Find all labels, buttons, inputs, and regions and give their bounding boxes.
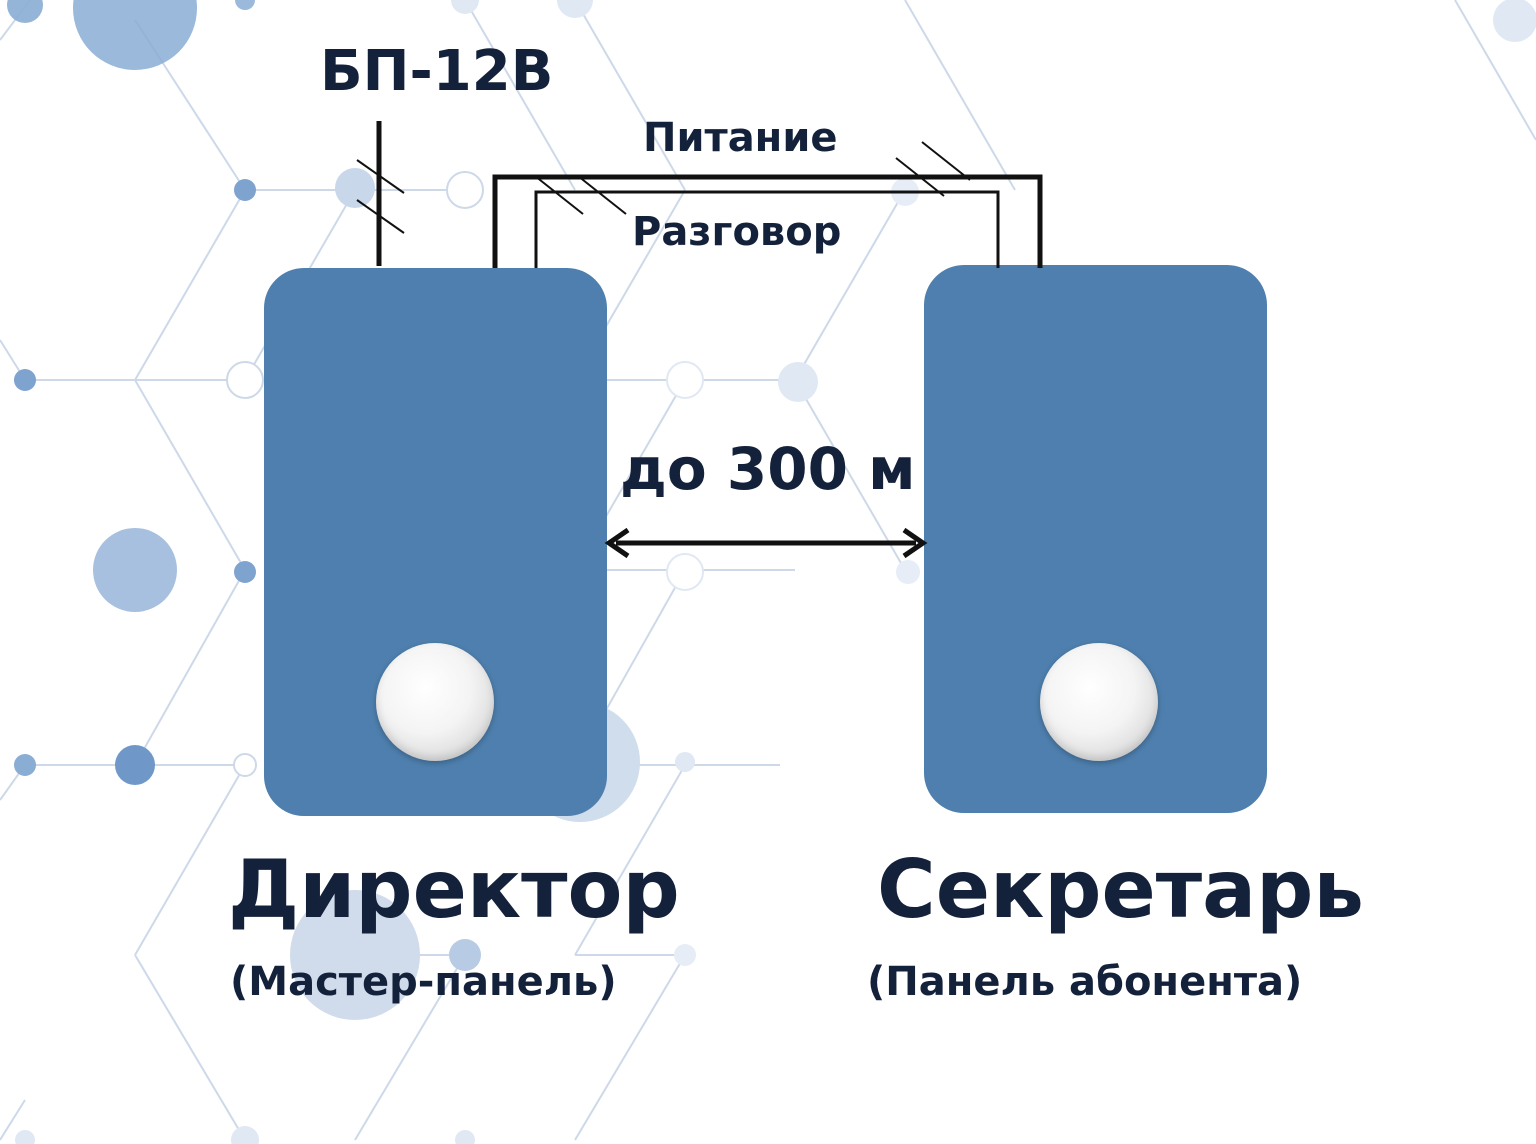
power-wire-label: Питание bbox=[643, 115, 838, 161]
distance-arrow-right-head bbox=[902, 527, 928, 559]
master-call-button[interactable] bbox=[376, 643, 494, 761]
master-title: Директор bbox=[228, 843, 680, 936]
subscriber-title: Секретарь bbox=[877, 843, 1364, 936]
power-supply-tick-1 bbox=[356, 159, 405, 194]
master-subtitle: (Мастер-панель) bbox=[230, 959, 617, 1005]
subscriber-panel bbox=[924, 265, 1267, 813]
subscriber-call-button[interactable] bbox=[1040, 643, 1158, 761]
distance-arrow-left-head bbox=[604, 527, 630, 559]
wire-tick-2 bbox=[577, 175, 627, 215]
wire-tick-4 bbox=[921, 141, 971, 181]
network-nodes bbox=[7, 0, 1536, 1144]
power-wire bbox=[492, 174, 1043, 268]
talk-wire bbox=[534, 190, 1000, 268]
talk-wire-label: Разговор bbox=[632, 209, 842, 255]
power-supply-tick-2 bbox=[356, 199, 405, 234]
master-panel bbox=[264, 268, 607, 816]
distance-label: до 300 м bbox=[620, 435, 916, 503]
wire-tick-3 bbox=[895, 157, 945, 197]
wire-tick-1 bbox=[534, 175, 584, 215]
power-supply-label: БП-12В bbox=[320, 39, 554, 104]
subscriber-subtitle: (Панель абонента) bbox=[867, 959, 1303, 1005]
